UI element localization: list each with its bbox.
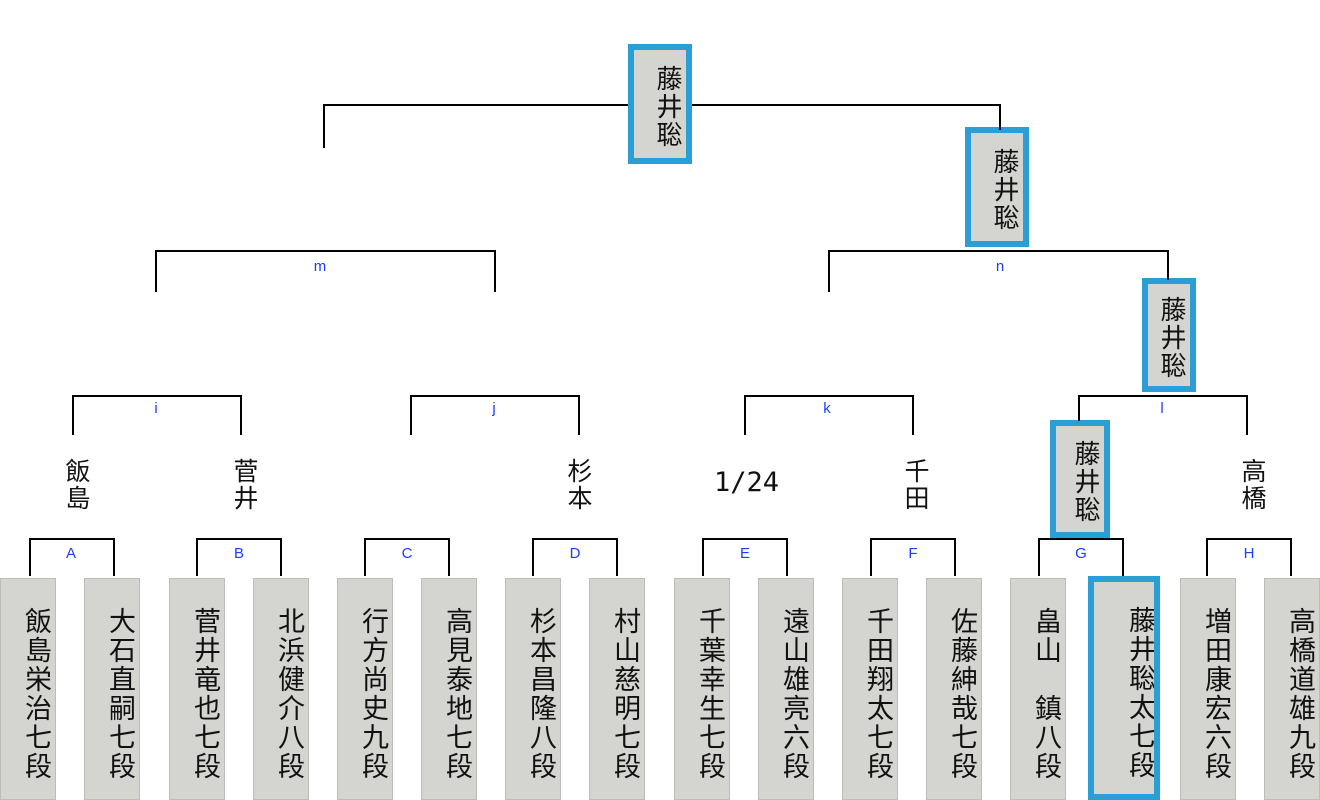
- bracket-line: [999, 104, 1001, 130]
- player-cell: 佐藤紳哉七段: [926, 578, 982, 800]
- round1-winner: 千田: [901, 458, 930, 512]
- bracket-line: [494, 250, 496, 292]
- bracket-line: [448, 538, 450, 576]
- player-cell: 遠山雄亮六段: [758, 578, 814, 800]
- bracket-line: [744, 395, 914, 397]
- player-cell: 村山慈明七段: [589, 578, 645, 800]
- player-cell: 増田康宏六段: [1180, 578, 1236, 800]
- bracket-line: [155, 250, 496, 252]
- round1-winner: 杉本: [564, 458, 593, 512]
- bracket-line: [828, 250, 830, 292]
- bracket-line: [578, 395, 580, 435]
- bracket-line: [870, 538, 872, 576]
- bracket-line: [1206, 538, 1292, 540]
- bracket-line: [196, 538, 282, 540]
- bracket-line: [410, 395, 580, 397]
- round1-winner: 菅井: [230, 458, 259, 512]
- player-cell: 飯島栄治七段: [0, 578, 56, 800]
- round2-winner-highlighted: 藤井聡: [1142, 278, 1196, 392]
- player-cell: 北浜健介八段: [253, 578, 309, 800]
- player-cell: 杉本昌隆八段: [505, 578, 561, 800]
- bracket-line: [786, 538, 788, 576]
- player-cell: 高橋道雄九段: [1264, 578, 1320, 800]
- bracket-line: [240, 395, 242, 435]
- bracket-line: [364, 538, 366, 576]
- match-label: H: [1243, 545, 1255, 562]
- match-label: C: [401, 545, 413, 562]
- bracket-line: [1206, 538, 1208, 576]
- round1-winner-highlighted: 藤井聡: [1050, 420, 1110, 538]
- bracket-line: [912, 395, 914, 435]
- bracket-line: [1246, 395, 1248, 435]
- bracket-line: [954, 538, 956, 576]
- bracket-line: [870, 538, 956, 540]
- match-label: k: [823, 400, 831, 417]
- match-label: B: [233, 545, 244, 562]
- bracket-line: [364, 538, 450, 540]
- match-label: F: [908, 545, 918, 562]
- player-cell: 畠山 鎮八段: [1010, 578, 1066, 800]
- bracket-line: [29, 538, 31, 576]
- match-label: A: [65, 545, 76, 562]
- player-cell: 高見泰地七段: [421, 578, 477, 800]
- match-label: m: [313, 258, 327, 275]
- match-label: l: [1160, 400, 1164, 417]
- bracket-line: [828, 250, 1169, 252]
- bracket-line: [1290, 538, 1292, 576]
- player-cell: 大石直嗣七段: [84, 578, 140, 800]
- bracket-line: [29, 538, 115, 540]
- bracket-line: [1038, 538, 1124, 540]
- bracket-line: [280, 538, 282, 576]
- bracket-line: [744, 395, 746, 435]
- bracket-line: [410, 395, 412, 435]
- player-cell: 千田翔太七段: [842, 578, 898, 800]
- match-label: i: [154, 400, 158, 417]
- round1-winner: 高橋: [1238, 458, 1267, 512]
- bracket-line: [532, 538, 618, 540]
- round1-winner: 飯島: [62, 458, 91, 512]
- match-label: G: [1075, 545, 1087, 562]
- player-cell: 千葉幸生七段: [674, 578, 730, 800]
- bracket-line: [1038, 538, 1040, 576]
- match-date: 1/24: [714, 467, 780, 498]
- player-cell-highlighted: 藤井聡太七段: [1088, 576, 1160, 800]
- bracket-line: [1078, 395, 1248, 397]
- bracket-line: [155, 250, 157, 292]
- bracket-line: [72, 395, 74, 435]
- bracket-line: [72, 395, 242, 397]
- bracket-line: [702, 538, 704, 576]
- bracket-line: [1078, 395, 1080, 421]
- bracket-line: [1167, 250, 1169, 280]
- match-label: D: [569, 545, 581, 562]
- bracket-line: [113, 538, 115, 576]
- match-label: E: [739, 545, 750, 562]
- bracket-line: [702, 538, 788, 540]
- player-cell: 菅井竜也七段: [169, 578, 225, 800]
- match-label: n: [995, 258, 1005, 275]
- bracket-line: [1122, 538, 1124, 576]
- player-cell: 行方尚史九段: [337, 578, 393, 800]
- semifinal-winner-highlighted: 藤井聡: [965, 127, 1029, 247]
- bracket-line: [323, 104, 325, 148]
- bracket-line: [616, 538, 618, 576]
- bracket-line: [196, 538, 198, 576]
- bracket-line: [532, 538, 534, 576]
- champion-highlighted: 藤井聡: [628, 44, 692, 164]
- match-label: j: [492, 400, 496, 417]
